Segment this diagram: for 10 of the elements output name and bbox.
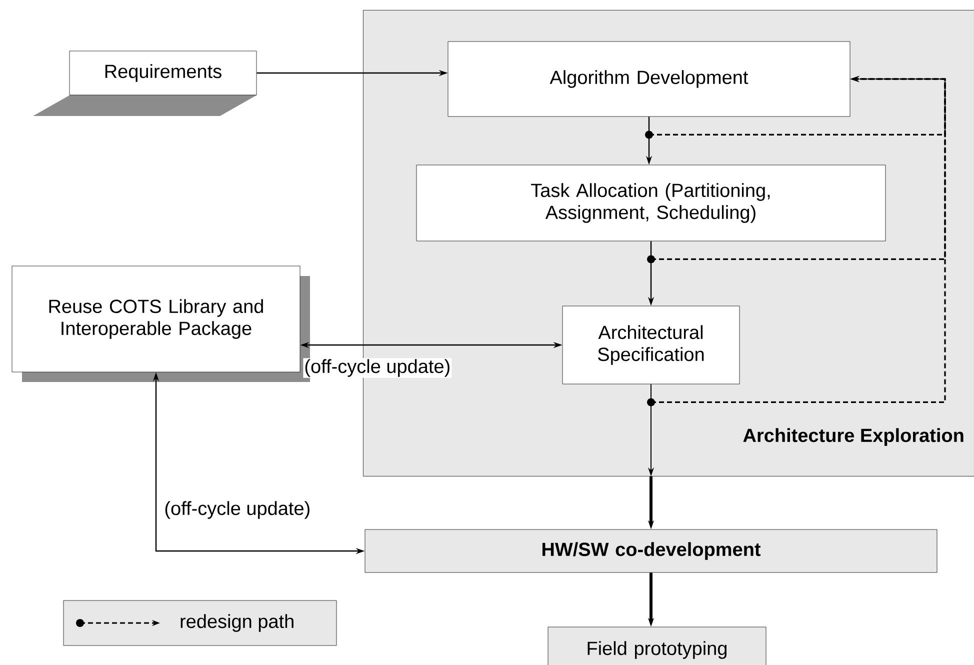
legend-text: redesign path xyxy=(180,614,294,632)
process-box: HW/SW co-development xyxy=(364,529,938,573)
input-box: Requirements xyxy=(69,50,257,96)
library-box: Reuse COTS Library and Interoperable Package xyxy=(12,266,300,372)
edge-label: (off-cycle update) xyxy=(163,500,312,520)
process-box: Architectural Specification xyxy=(562,306,740,384)
process-box: Field prototyping xyxy=(548,626,766,665)
edge-label: (off-cycle update) xyxy=(303,358,452,378)
process-box: Algorithm Development xyxy=(448,41,850,117)
process-box: Task Allocation (Partitioning, Assignment, Scheduling) xyxy=(416,164,886,242)
